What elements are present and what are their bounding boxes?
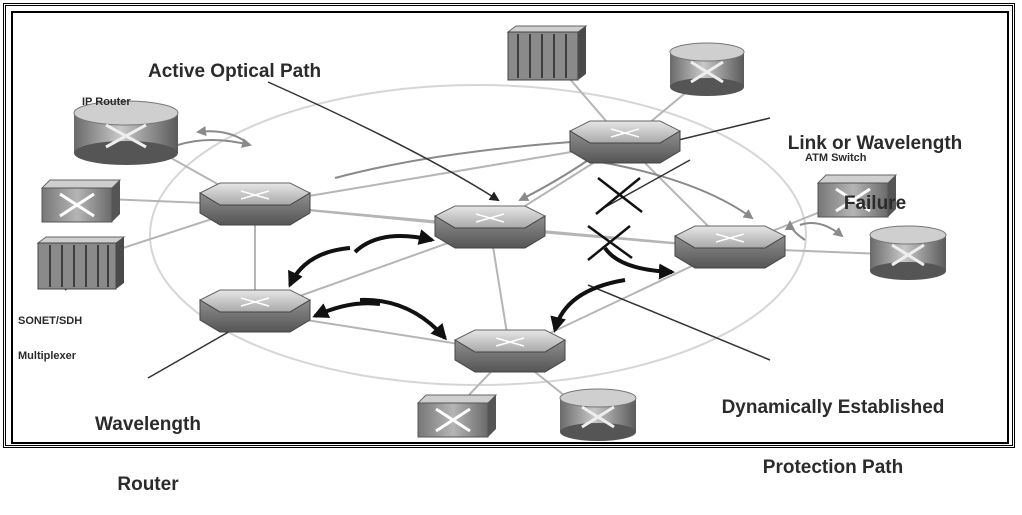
callout-lines [64,81,771,379]
label-active-optical-path: Active Optical Path [148,61,322,82]
label-protection-line1: Dynamically Established [721,396,945,418]
label-atm-switch: ATM Switch [805,152,867,164]
network-diagram [36,25,947,441]
failure-marks [587,177,643,261]
ip-router-icon-right [869,225,947,280]
inner-frame [11,11,1009,444]
atm-switch-icon-left [40,179,122,223]
label-sonet-line2: Multiplexer [18,349,77,362]
label-protection-path: Dynamically Established Protection Path [668,358,998,498]
atm-switch-icon [816,174,898,218]
wavelength-router-4 [673,225,787,269]
label-link-failure: Link or Wavelength Failure [744,94,1006,234]
wavelength-router-1 [198,182,312,226]
label-protection-line2: Protection Path [762,456,904,478]
ip-router-icon [73,100,179,165]
label-link-failure-line1: Link or Wavelength [787,132,963,154]
sonet-multiplexer-icon-top [506,25,588,81]
protection-path-arrows [288,229,675,341]
label-wavelength-router: Wavelength Router [88,375,208,515]
label-sonet-line1: SONET/SDH [18,315,83,328]
wavelength-router-3 [568,120,682,164]
ip-router-icon-top [669,42,745,96]
sonet-multiplexer-icon [36,236,126,290]
label-wavelength-router-line2: Router [117,473,179,495]
label-wavelength-router-line1: Wavelength [95,413,201,435]
ip-router-icon-bottom [559,388,637,441]
label-ip-router: IP Router [82,96,131,108]
wavelength-router-2 [433,205,547,249]
atm-switch-icon-bottom [416,394,498,438]
label-sonet-multiplexer: SONET/SDH Multiplexer [18,293,82,374]
wavelength-router-6 [453,329,567,373]
label-link-failure-line2: Failure [843,192,907,214]
wavelength-router-5 [198,289,312,333]
